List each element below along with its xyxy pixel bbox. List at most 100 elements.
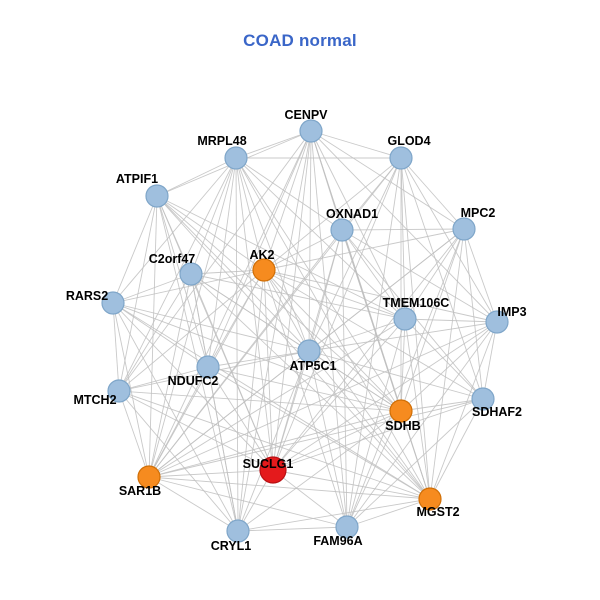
edge xyxy=(263,269,402,412)
edge xyxy=(112,302,274,471)
edge xyxy=(235,157,274,471)
node-CENPV xyxy=(299,119,323,143)
edge xyxy=(272,318,406,471)
node-SDHB xyxy=(389,399,413,423)
edge xyxy=(341,229,431,500)
edge xyxy=(310,130,348,528)
edge xyxy=(118,390,239,532)
edge xyxy=(404,318,498,323)
edge xyxy=(207,366,431,500)
node-FAM96A xyxy=(335,515,359,539)
node-label-CENPV: CENPV xyxy=(284,108,328,122)
edge xyxy=(148,398,484,478)
edge xyxy=(207,350,310,368)
edge xyxy=(263,229,343,271)
edge xyxy=(235,157,431,500)
edge xyxy=(156,195,310,352)
edge xyxy=(190,269,265,275)
edge xyxy=(148,318,406,478)
node-label-SAR1B: SAR1B xyxy=(119,484,161,498)
node-label-OXNAD1: OXNAD1 xyxy=(326,207,378,221)
edge xyxy=(190,273,310,352)
edge xyxy=(148,130,312,478)
node-label-ATP5C1: ATP5C1 xyxy=(289,359,336,373)
node-RARS2 xyxy=(101,291,125,315)
node-IMP3 xyxy=(485,310,509,334)
edge xyxy=(112,273,192,304)
node-NDUFC2 xyxy=(196,355,220,379)
node-C2orf47 xyxy=(179,262,203,286)
node-label-CRYL1: CRYL1 xyxy=(211,539,252,553)
chart-title: COAD normal xyxy=(243,31,357,50)
node-label-GLOD4: GLOD4 xyxy=(387,134,430,148)
node-ATP5C1 xyxy=(297,339,321,363)
edge xyxy=(148,469,274,478)
node-OXNAD1 xyxy=(330,218,354,242)
node-label-MTCH2: MTCH2 xyxy=(73,393,116,407)
node-label-AK2: AK2 xyxy=(249,248,274,262)
edge xyxy=(308,157,402,352)
node-label-MRPL48: MRPL48 xyxy=(197,134,246,148)
edge xyxy=(237,130,312,532)
edge xyxy=(263,269,484,400)
edge xyxy=(118,273,192,392)
edge xyxy=(148,476,239,532)
edge xyxy=(400,157,484,400)
edge xyxy=(400,318,406,412)
edge xyxy=(308,350,402,412)
node-AK2 xyxy=(252,258,276,282)
edge xyxy=(400,321,498,412)
node-label-ATPIF1: ATPIF1 xyxy=(116,172,158,186)
edge xyxy=(346,157,402,528)
edge xyxy=(237,526,348,532)
edge xyxy=(400,157,431,500)
edge xyxy=(118,269,265,392)
edge xyxy=(207,366,274,471)
edge xyxy=(148,350,310,478)
edge xyxy=(118,390,274,471)
node-CRYL1 xyxy=(226,519,250,543)
edge xyxy=(235,157,239,532)
edge xyxy=(346,398,484,528)
edge xyxy=(341,229,498,323)
edge xyxy=(341,229,406,320)
edge xyxy=(112,302,402,412)
edge xyxy=(341,229,348,528)
edge xyxy=(237,350,310,532)
edge xyxy=(308,228,465,352)
edge xyxy=(118,366,209,392)
edge xyxy=(346,410,402,528)
edge xyxy=(308,229,343,352)
node-label-IMP3: IMP3 xyxy=(497,305,526,319)
edge xyxy=(429,398,484,500)
node-label-TMEM106C: TMEM106C xyxy=(383,296,450,310)
node-SUCLG1 xyxy=(259,456,287,484)
edge xyxy=(235,157,402,412)
node-label-SUCLG1: SUCLG1 xyxy=(243,457,294,471)
edge xyxy=(156,195,265,271)
edge xyxy=(112,195,158,304)
edge xyxy=(207,130,312,368)
edge xyxy=(308,130,312,352)
edge xyxy=(341,228,465,231)
edge xyxy=(156,195,406,320)
edge xyxy=(263,157,402,271)
node-MGST2 xyxy=(418,487,442,511)
edge xyxy=(263,130,312,271)
node-GLOD4 xyxy=(389,146,413,170)
edge xyxy=(237,498,431,532)
edge xyxy=(118,390,150,478)
edge xyxy=(190,273,431,500)
edge xyxy=(429,321,498,500)
edge xyxy=(272,469,431,500)
node-ATPIF1 xyxy=(145,184,169,208)
edge xyxy=(112,302,209,368)
node-MRPL48 xyxy=(224,146,248,170)
edge xyxy=(148,410,402,478)
edge xyxy=(112,302,431,500)
edge xyxy=(112,302,120,392)
edge xyxy=(207,366,239,532)
edge xyxy=(308,350,431,500)
edge xyxy=(429,228,465,500)
edge xyxy=(148,157,237,478)
